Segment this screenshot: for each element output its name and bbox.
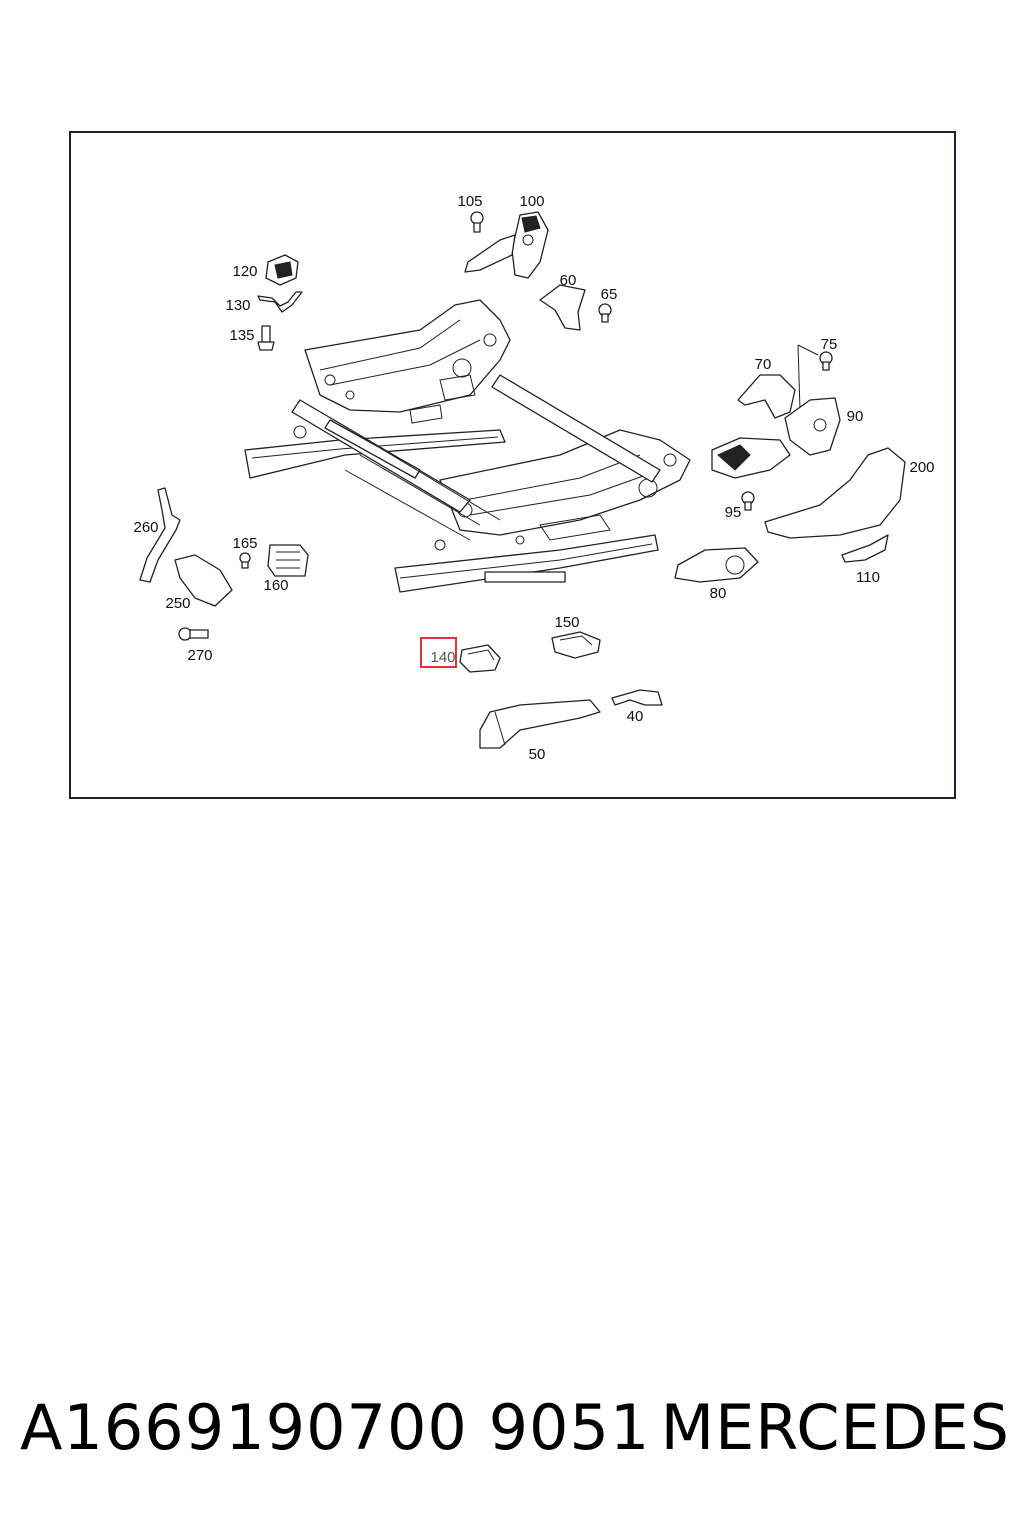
armrest-50 [479, 699, 601, 749]
label-270: 270 [187, 647, 212, 664]
label-95: 95 [725, 504, 742, 521]
bolt-65 [598, 303, 612, 323]
cover-200 [764, 447, 906, 539]
clip-130 [257, 291, 303, 313]
label-70: 70 [755, 356, 772, 373]
label-130: 130 [225, 297, 250, 314]
label-250: 250 [165, 595, 190, 612]
panel-80 [674, 547, 759, 583]
lever-260 [139, 487, 181, 583]
part-number: A1669190700 9051 [20, 1390, 651, 1464]
bolt-105 [470, 211, 484, 233]
switch-160 [267, 544, 309, 577]
part-140 [459, 644, 501, 673]
bracket-60 [539, 284, 586, 331]
label-65: 65 [601, 286, 618, 303]
screw-270 [178, 627, 209, 641]
label-80: 80 [710, 585, 727, 602]
bolt-95 [741, 491, 755, 511]
label-150: 150 [554, 614, 579, 631]
trim-110 [841, 534, 889, 563]
label-40: 40 [627, 708, 644, 725]
part-100 [464, 211, 549, 279]
label-110: 110 [856, 569, 880, 586]
seat-frame [244, 299, 691, 593]
clip-165 [239, 552, 251, 569]
screw-135 [257, 325, 275, 351]
label-75: 75 [821, 336, 838, 353]
label-100: 100 [519, 193, 544, 210]
label-50: 50 [529, 746, 546, 763]
label-140: 140 [430, 649, 455, 666]
brand-name: MERCEDES [660, 1390, 1010, 1464]
label-105: 105 [457, 193, 482, 210]
highlight-box [420, 637, 457, 668]
diagram-frame [69, 131, 956, 799]
label-60: 60 [560, 272, 577, 289]
label-135: 135 [229, 327, 254, 344]
part-90 [711, 397, 841, 479]
label-165: 165 [232, 535, 257, 552]
label-90: 90 [847, 408, 864, 425]
label-120: 120 [232, 263, 257, 280]
part-40 [611, 689, 663, 706]
label-200: 200 [909, 459, 934, 476]
label-160: 160 [263, 577, 288, 594]
footer: A1669190700 9051 MERCEDES [20, 1382, 1010, 1472]
label-260: 260 [133, 519, 158, 536]
cover-250 [174, 554, 233, 607]
part-120 [265, 254, 299, 286]
part-70 [737, 344, 819, 419]
bolt-75 [819, 351, 833, 371]
part-150 [551, 631, 601, 659]
